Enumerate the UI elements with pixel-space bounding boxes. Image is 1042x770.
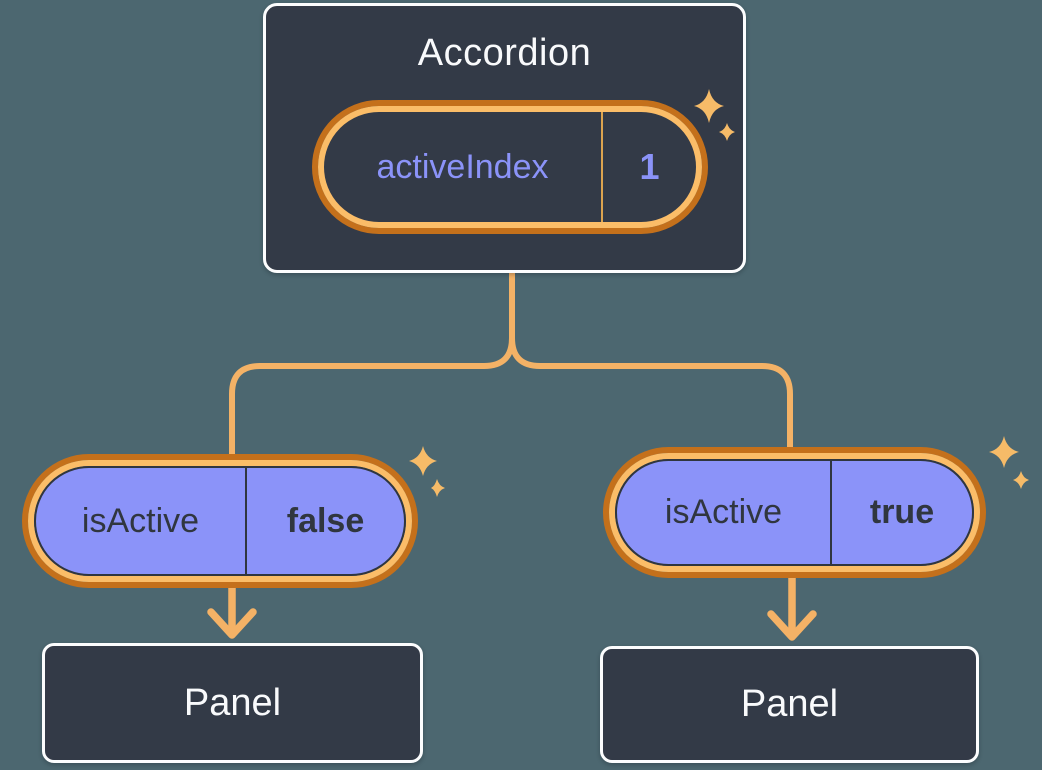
- sparkle-small-icon: [431, 479, 445, 497]
- sparkles-icon: [989, 436, 1029, 489]
- sparkles-icon: [409, 446, 445, 497]
- state-pill-label: activeIndex: [376, 147, 549, 186]
- sparkle-big-icon: [989, 436, 1019, 468]
- panel-label: Panel: [183, 681, 282, 724]
- prop-pill-divider: [830, 461, 832, 564]
- tree-branch-left: [229, 269, 515, 465]
- prop-pill-isactive-true: isActive true: [603, 447, 986, 578]
- prop-pill-label: isActive: [81, 501, 200, 540]
- arrow-right-head: [767, 610, 817, 641]
- sparkle-small-icon: [1013, 471, 1029, 489]
- state-pill-content: activeIndex 1: [324, 112, 696, 222]
- prop-pill-ring: isActive false: [28, 460, 412, 582]
- accordion-node: Accordion activeIndex 1: [263, 3, 746, 273]
- sparkle-big-icon: [409, 446, 437, 476]
- panel-label: Panel: [740, 683, 839, 725]
- prop-pill-isactive-false: isActive false: [22, 454, 418, 588]
- panel-node-left: Panel: [42, 643, 423, 763]
- state-pill: activeIndex 1: [312, 100, 708, 234]
- prop-pill-content: isActive true: [615, 459, 974, 566]
- accordion-title: Accordion: [417, 32, 592, 74]
- prop-pill-label: isActive: [664, 493, 783, 531]
- panel-node-right: Panel: [600, 646, 979, 763]
- prop-pill-ring: isActive true: [609, 453, 980, 572]
- state-pill-value: 1: [639, 146, 660, 187]
- state-pill-divider: [601, 112, 603, 222]
- prop-pill-value: true: [869, 493, 935, 531]
- state-pill-ring: activeIndex 1: [318, 106, 702, 228]
- prop-pill-content: isActive false: [34, 466, 406, 576]
- prop-pill-divider: [245, 468, 247, 574]
- tree-branch-right: [509, 335, 793, 458]
- prop-pill-value: false: [286, 501, 365, 540]
- arrow-left-head: [207, 608, 257, 639]
